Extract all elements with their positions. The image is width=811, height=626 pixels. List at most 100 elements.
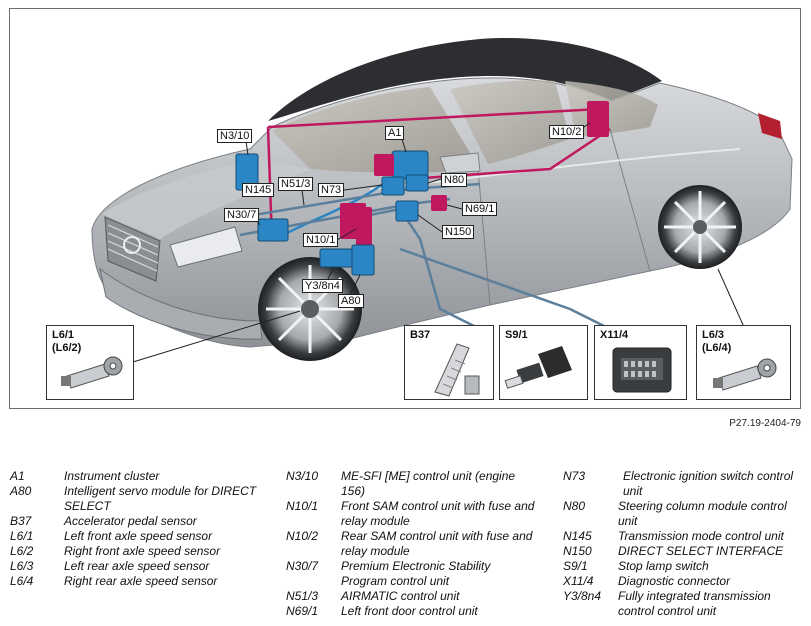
legend-desc: Rear SAM control unit with fuse and rela…	[341, 529, 533, 558]
legend-code: L6/1	[10, 529, 34, 543]
diagnostic-connector-icon	[612, 347, 672, 393]
legend-desc: Front SAM control unit with fuse and rel…	[341, 499, 535, 528]
side-mirror	[439, 152, 481, 174]
legend-code: Y3/8n4	[563, 589, 602, 603]
inset-label: L6/3 (L6/4)	[702, 329, 732, 354]
legend-item: N150 DIRECT SELECT INTERFACE	[563, 544, 805, 559]
module-y3-8n4	[319, 248, 357, 268]
rear-wheel	[658, 185, 742, 269]
legend-item: N73 Electronic ignition switch control un…	[563, 469, 805, 499]
callout-n69-1: N69/1	[462, 202, 498, 216]
legend-code: A1	[10, 469, 25, 483]
legend-code: N80	[563, 499, 586, 513]
callout-n10-2: N10/2	[549, 125, 585, 139]
inset-label: X11/4	[600, 329, 629, 341]
legend-item: A1 Instrument cluster	[10, 469, 260, 484]
legend-item: N3/10 ME-SFI [ME] control unit (engine 15…	[286, 469, 536, 499]
module-n30-7	[257, 218, 289, 242]
inset-label: S9/1	[505, 329, 528, 341]
legend-desc: ME-SFI [ME] control unit (engine 156)	[341, 469, 516, 498]
legend-desc: AIRMATIC control unit	[341, 589, 460, 603]
module-n69-1	[431, 195, 447, 211]
rear-light	[758, 113, 782, 139]
legend-code: N73	[563, 469, 586, 483]
legend-code: N150	[563, 544, 592, 558]
callout-n145: N145	[242, 183, 275, 197]
legend-code: N145	[563, 529, 592, 543]
legend-desc: Right rear axle speed sensor	[64, 574, 218, 588]
legend-code: A80	[10, 484, 32, 498]
legend-code: L6/4	[10, 574, 34, 588]
legend-desc: DIRECT SELECT INTERFACE	[618, 544, 784, 558]
axle-speed-sensor-icon	[61, 356, 123, 389]
module-n73	[381, 176, 405, 196]
axle-speed-sensor-icon	[713, 358, 777, 391]
legend-code: N10/1	[286, 499, 319, 513]
legend-item: A80 Intelligent servo module for DIRECT S…	[10, 484, 260, 514]
grille	[104, 216, 161, 282]
legend-desc: Diagnostic connector	[618, 574, 731, 588]
windshield	[272, 87, 480, 173]
legend-code: N10/2	[286, 529, 319, 543]
legend-item: N51/3 AIRMATIC control unit	[286, 589, 536, 604]
legend-code: N51/3	[286, 589, 319, 603]
legend-code: S9/1	[563, 559, 588, 573]
legend-code: L6/2	[10, 544, 34, 558]
legend-desc: Intelligent servo module for DIRECT SELE…	[64, 484, 257, 513]
callout-n51-3: N51/3	[278, 177, 314, 191]
callout-n80: N80	[441, 173, 468, 187]
inset-label: L6/1 (L6/2)	[52, 329, 82, 354]
callout-n10-1: N10/1	[303, 233, 339, 247]
legend-code: L6/3	[10, 559, 34, 573]
star-emblem	[123, 236, 141, 254]
callout-y3-8n4: Y3/8n4	[302, 279, 343, 293]
module-n10-1	[356, 207, 372, 247]
legend-desc: Left front door control unit	[341, 604, 478, 618]
side-window-front	[450, 80, 570, 164]
car-roof	[268, 38, 662, 121]
legend-code: B37	[10, 514, 32, 528]
front-wheel	[258, 257, 362, 361]
stop-lamp-switch-icon	[504, 346, 572, 389]
legend-item: N10/2 Rear SAM control unit with fuse and…	[286, 529, 536, 559]
legend-item: N145 Transmission mode control unit	[563, 529, 805, 544]
car-illustration	[91, 38, 793, 363]
callout-n3-10: N3/10	[217, 129, 253, 143]
legend-desc: Electronic ignition switch control unit	[623, 469, 794, 498]
callout-a1: A1	[385, 126, 405, 140]
callout-n73: N73	[318, 183, 345, 197]
legend-item: N80 Steering column module control unit	[563, 499, 805, 529]
module-n10-2	[587, 101, 609, 137]
inset-b37: B37	[404, 325, 494, 400]
module-n80	[405, 174, 429, 192]
legend-item: L6/1 Left front axle speed sensor	[10, 529, 260, 544]
inset-l6-3: L6/3 (L6/4)	[696, 325, 791, 400]
headlight	[169, 226, 243, 268]
module-a1-magenta	[374, 154, 394, 176]
accelerator-pedal-icon	[434, 343, 480, 397]
vehicle-diagram: N3/10 A1 N10/2 N145 N51/3 N73 N80 N69/1 …	[9, 8, 801, 409]
legend-desc: Steering column module control unit	[618, 499, 787, 528]
legend-item: N10/1 Front SAM control unit with fuse an…	[286, 499, 536, 529]
legend-desc: Instrument cluster	[64, 469, 160, 483]
callout-n30-7: N30/7	[224, 208, 260, 222]
legend-desc: Left front axle speed sensor	[64, 529, 213, 543]
inset-x11-4: X11/4	[594, 325, 687, 400]
inset-l6-1: L6/1 (L6/2)	[46, 325, 134, 400]
legend-column-2: N3/10 ME-SFI [ME] control unit (engine 15…	[286, 469, 536, 619]
legend-desc: Right front axle speed sensor	[64, 544, 221, 558]
legend-column-3: N73 Electronic ignition switch control un…	[563, 469, 805, 619]
legend-desc: Transmission mode control unit	[618, 529, 784, 543]
module-n150	[395, 200, 419, 222]
legend-item: L6/4 Right rear axle speed sensor	[10, 574, 260, 589]
legend-code: N3/10	[286, 469, 319, 483]
inset-s9-1: S9/1	[499, 325, 588, 400]
front-bumper	[99, 267, 263, 340]
